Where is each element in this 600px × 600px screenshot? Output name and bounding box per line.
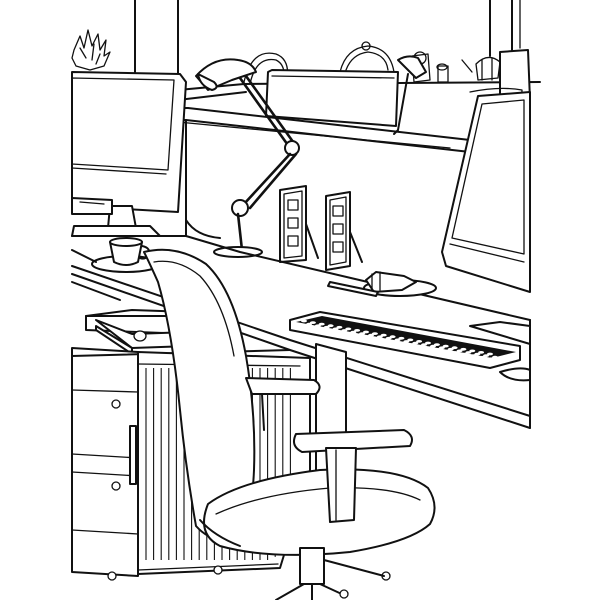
keyboard-key	[309, 321, 316, 324]
keyboard-key	[426, 346, 433, 350]
keyboard-key	[460, 347, 467, 351]
keyboard-key	[376, 335, 383, 339]
keyboard-key	[319, 327, 326, 331]
keyboard-key	[306, 322, 312, 326]
left-monitor	[71, 71, 221, 239]
keyboard-key	[452, 351, 459, 354]
keyboard-key	[381, 338, 388, 342]
keyboard-key	[371, 332, 378, 335]
keyboard-key	[363, 330, 369, 334]
keyboard-key	[488, 357, 495, 361]
keyboard-key	[447, 347, 454, 351]
keyboard-key	[461, 352, 468, 356]
keyboard-key	[380, 333, 387, 337]
keyboard-key	[442, 344, 449, 348]
keyboard-key	[433, 343, 440, 346]
photo-frame-right	[325, 191, 363, 271]
desk-gadget	[71, 197, 113, 215]
keyboard-key	[341, 329, 348, 332]
coffee-cup	[91, 237, 161, 273]
keyboard-key	[470, 354, 477, 358]
keyboard-key	[346, 332, 353, 336]
keyboard-key	[354, 329, 361, 332]
keyboard-key	[456, 349, 463, 353]
keyboard-key	[327, 324, 334, 328]
keyboard-key	[425, 341, 431, 345]
keyboard-key	[373, 337, 379, 340]
drawer-cabinet	[71, 347, 291, 581]
keyboard-key	[314, 324, 321, 328]
keyboard-key	[407, 338, 414, 342]
keyboard-key	[417, 344, 424, 348]
keyboard-key	[355, 333, 362, 337]
keyboard-key	[350, 330, 357, 334]
mouse-pad	[469, 321, 531, 382]
right-monitor	[441, 91, 531, 293]
keyboard-key	[469, 349, 476, 353]
keyboard-key	[403, 340, 410, 343]
desk-lamp	[195, 58, 300, 258]
keyboard-key	[474, 352, 481, 356]
keyboard-key	[421, 343, 428, 346]
keyboard-key	[311, 326, 317, 329]
keyboard-key	[364, 335, 371, 339]
far-right-monitor	[469, 49, 531, 141]
keyboard-key	[394, 338, 401, 342]
keyboard-key	[451, 346, 458, 350]
keyboard-key	[389, 335, 396, 339]
keyboard-key	[443, 349, 450, 353]
keyboard-key	[399, 341, 406, 345]
keyboard-key	[398, 336, 405, 340]
keyboard-key	[430, 344, 436, 348]
keyboard-key	[336, 325, 343, 329]
office-chair	[143, 248, 436, 600]
keyboard-key	[301, 319, 307, 323]
keyboard-key	[412, 341, 419, 345]
keyboard-key	[497, 359, 503, 362]
keyboard-key	[390, 340, 397, 343]
pen-tray	[327, 271, 437, 297]
keyboard-key	[337, 330, 344, 334]
far-desk-lamp	[393, 55, 427, 135]
photo-frame-left	[279, 185, 319, 263]
keyboard-key	[479, 355, 486, 359]
potted-plant	[71, 29, 111, 71]
keyboard-key	[328, 329, 335, 332]
keyboard-key	[492, 355, 498, 359]
keyboard-key	[487, 352, 493, 356]
binders	[85, 309, 191, 355]
keyboard-keys	[301, 319, 503, 362]
keyboard-key	[332, 327, 339, 331]
keyboard-key	[483, 354, 490, 357]
keyboard-key	[438, 346, 445, 350]
keyboard-key	[385, 336, 392, 340]
keyboard-key	[318, 322, 325, 326]
keyboard-key	[368, 333, 374, 337]
far-monitor	[265, 69, 399, 127]
keyboard-key	[435, 348, 441, 351]
keyboard-key	[416, 340, 423, 343]
keyboard-key	[323, 325, 330, 329]
keyboard-key	[465, 351, 472, 354]
keyboard-key	[359, 332, 366, 335]
keyboard-key	[345, 327, 352, 331]
keyboard-key	[408, 343, 415, 347]
keyboard-key	[478, 351, 485, 354]
